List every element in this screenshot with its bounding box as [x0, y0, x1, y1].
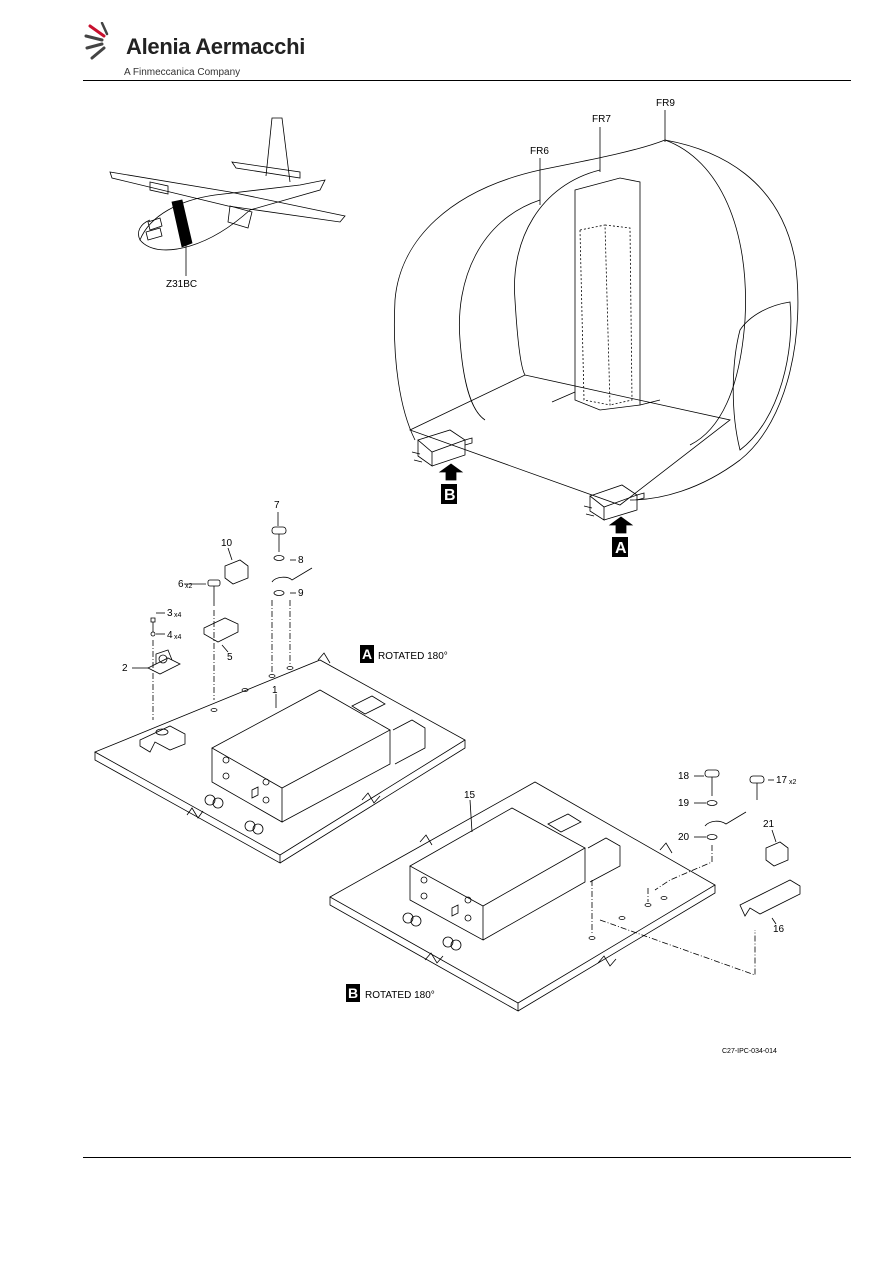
callout-10: 10 — [221, 538, 233, 549]
view-marker-a-letter: A — [615, 540, 627, 557]
callout-3: 3 — [167, 608, 173, 619]
company-logo-icon — [84, 22, 109, 60]
callout-4-qty: x4 — [174, 634, 182, 641]
view-a-detail — [94, 512, 466, 864]
callout-1: 1 — [272, 685, 278, 696]
aircraft-locator — [109, 117, 346, 276]
frame-label-fr6: FR6 — [530, 146, 549, 157]
company-name: Alenia Aermacchi — [126, 34, 306, 59]
company-subtitle: A Finmeccanica Company — [124, 67, 241, 78]
view-marker-a-overview — [612, 537, 628, 557]
callout-15: 15 — [464, 790, 476, 801]
view-marker-b-detail — [346, 984, 360, 1002]
header-rule — [83, 80, 851, 81]
callout-6-qty: x2 — [185, 583, 193, 590]
figure-reference: C27-IPC-034-014 — [722, 1048, 777, 1055]
callout-4: 4 — [167, 630, 173, 641]
callout-17-qty: x2 — [789, 779, 797, 786]
frame-label-fr7: FR7 — [592, 114, 611, 125]
cabin-overview — [393, 110, 799, 534]
callout-21: 21 — [763, 819, 775, 830]
callout-9: 9 — [298, 588, 304, 599]
callout-16: 16 — [773, 924, 785, 935]
callout-5: 5 — [227, 652, 233, 663]
frame-label-fr9: FR9 — [656, 98, 675, 109]
footer-rule — [83, 1157, 851, 1158]
callout-3-qty: x4 — [174, 612, 182, 619]
view-a-caption: ROTATED 180° — [378, 651, 448, 662]
callout-18: 18 — [678, 771, 690, 782]
view-marker-b-detail-letter: B — [348, 985, 358, 1001]
zone-label: Z31BC — [166, 279, 197, 290]
callout-6: 6 — [178, 579, 184, 590]
callout-19: 19 — [678, 798, 690, 809]
callout-2: 2 — [122, 663, 128, 674]
callout-8: 8 — [298, 555, 304, 566]
view-marker-b-letter: B — [444, 487, 456, 504]
callout-17: 17 — [776, 775, 788, 786]
callout-7: 7 — [274, 500, 280, 511]
view-b-detail — [329, 769, 801, 1012]
view-marker-b-overview — [441, 484, 457, 504]
view-marker-a-detail-letter: A — [362, 646, 372, 662]
view-b-caption: ROTATED 180° — [365, 990, 435, 1001]
callout-20: 20 — [678, 832, 690, 843]
view-marker-a-detail — [360, 645, 374, 663]
page-header: Alenia Aermacchi A Finmeccanica Company — [0, 0, 893, 82]
